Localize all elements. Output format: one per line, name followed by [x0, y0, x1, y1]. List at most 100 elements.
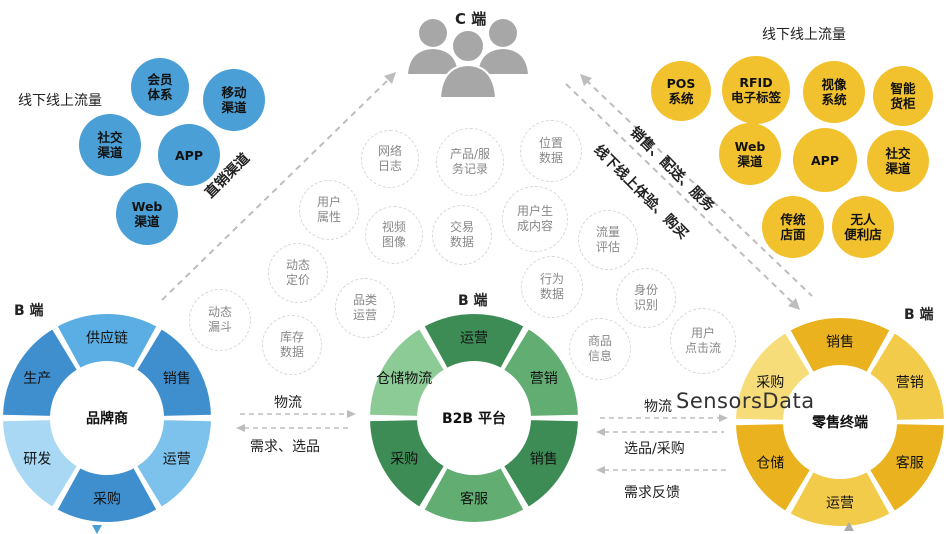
data-bubble-weblog: 网络 日志 — [361, 130, 419, 188]
right-bubble-app: APP — [793, 128, 857, 192]
wheel-segment-label: 销售 — [530, 451, 558, 467]
right-bubble-smart-cabinet: 智能 货柜 — [873, 66, 933, 126]
wheel-segment — [422, 312, 526, 371]
wheel-segment — [867, 422, 946, 514]
right-bubble-rfid: RFID 电子标签 — [722, 56, 790, 124]
right-bubble-unmanned-store: 无人 便利店 — [832, 196, 894, 258]
right-bubble-pos: POS 系统 — [651, 61, 711, 121]
wheel-segment — [422, 465, 526, 524]
wheel-hub — [421, 365, 527, 471]
right-bubble-traditional-store: 传统 店面 — [762, 196, 824, 258]
link-right-bottom-arrow — [596, 466, 605, 474]
retail-b-end-tag: B 端 — [904, 307, 934, 323]
left-bubble-membership: 会员 体系 — [131, 58, 189, 116]
brand-bottom-arrow — [92, 525, 102, 534]
wheel-segment — [734, 422, 813, 514]
data-bubble-user-attributes: 用户 属性 — [299, 180, 359, 240]
data-bubble-clickstream: 用户 点击流 — [670, 308, 736, 374]
wheel-center-label: B2B 平台 — [442, 410, 506, 427]
data-bubble-inventory: 库存 数据 — [262, 315, 322, 375]
data-bubble-category-ops: 品类 运营 — [335, 278, 395, 338]
link-right-top-label: 物流 — [644, 399, 672, 415]
right-flow-title: 线下线上流量 — [762, 27, 846, 43]
sales-channel-line — [565, 83, 795, 305]
wheel-hub — [787, 369, 893, 475]
offline-channel-line — [585, 79, 813, 297]
left-bubble-web: Web 渠道 — [116, 183, 178, 245]
wheel-segment-label: 采购 — [93, 492, 121, 508]
wheel-segment — [734, 330, 813, 422]
wheel-segment-label: 采购 — [756, 375, 784, 391]
wheel-center-label: 品牌商 — [86, 410, 128, 427]
data-bubble-product-records: 产品/服 务记录 — [436, 128, 504, 196]
left-bubble-social: 社交 渠道 — [79, 114, 141, 176]
wheel-segment-label: 运营 — [163, 451, 191, 467]
wheel-segment — [1, 418, 80, 510]
wheel-segment-label: 仓储物流 — [376, 371, 432, 387]
wheel-segment-label: 采购 — [390, 451, 418, 467]
wheel-segment-label: 研发 — [23, 451, 51, 467]
wheel-segment — [501, 326, 580, 418]
direct-channel-line — [161, 77, 391, 301]
wheel-segment — [368, 326, 447, 418]
brand-b-end-tag: B 端 — [14, 303, 44, 319]
wheel-segment-label: 供应链 — [86, 330, 128, 347]
wheel-segment-label: 销售 — [163, 371, 191, 387]
wheel-segment — [501, 418, 580, 510]
wheel-segment-label: 客服 — [460, 491, 488, 508]
link-left-bottom-label: 需求、选品 — [250, 439, 320, 455]
data-bubble-identity: 身份 识别 — [616, 268, 676, 328]
sensorsdata-watermark: SensorsData — [676, 389, 815, 413]
link-left-top-label: 物流 — [274, 395, 302, 411]
wheel-segment-label: 生产 — [23, 371, 51, 387]
wheel-segment — [1, 326, 80, 418]
data-bubble-video-images: 视频 图像 — [365, 206, 423, 264]
wheel-segment-label: 营销 — [896, 375, 924, 391]
wheel-segment-label: 运营 — [826, 496, 854, 512]
wheel-segment — [368, 418, 447, 510]
wheel-center-label: 零售终端 — [811, 414, 868, 431]
wheel-segment-label: 销售 — [826, 335, 854, 351]
data-bubble-dynamic-pricing: 动态 定价 — [268, 243, 328, 303]
right-bubble-social: 社交 渠道 — [867, 130, 929, 192]
link-right-mid-label: 选品/采购 — [624, 441, 685, 457]
wheel-segment — [788, 316, 892, 375]
wheel-segment-label: 运营 — [460, 331, 488, 347]
sales-channel-arrow — [788, 298, 800, 310]
wheel-segment — [55, 312, 159, 371]
link-left-bottom-arrow — [236, 424, 245, 432]
wheel-segment-label: 营销 — [530, 371, 558, 387]
data-bubble-location: 位置 数据 — [520, 120, 582, 182]
wheel-hub — [54, 365, 160, 471]
wheel-segment — [788, 469, 892, 528]
left-bubble-app: APP — [158, 124, 220, 186]
wheel-segment — [134, 418, 213, 510]
right-bubble-web: Web 渠道 — [719, 123, 781, 185]
wheel-segment — [55, 465, 159, 524]
wheel-segment-label: 仓储 — [756, 455, 784, 471]
link-left-top-arrow — [347, 410, 356, 418]
link-right-bottom-label: 需求反馈 — [624, 485, 680, 501]
c-end-label: C 端 — [455, 10, 487, 28]
data-bubble-dynamic-funnel: 动态 漏斗 — [189, 289, 251, 351]
data-bubble-ugc: 用户生 成内容 — [502, 186, 568, 252]
wheel-segment — [867, 330, 946, 422]
left-bubble-mobile: 移动 渠道 — [203, 69, 265, 131]
retail-bottom-arrow — [844, 522, 854, 531]
data-bubble-behavior: 行为 数据 — [521, 256, 583, 318]
link-right-top-arrow — [719, 414, 728, 422]
wheel-segment — [134, 326, 213, 418]
data-bubble-traffic-evaluation: 流量 评估 — [578, 210, 638, 270]
b2b-b-end-tag: B 端 — [458, 293, 488, 309]
wheel-segment-label: 客服 — [896, 454, 924, 471]
left-flow-title: 线下线上流量 — [18, 93, 102, 109]
direct-channel-arrow — [384, 72, 396, 84]
users-icon — [408, 19, 528, 99]
offline-channel-arrow — [580, 74, 592, 86]
data-bubble-transactions: 交易 数据 — [432, 205, 492, 265]
right-bubble-video: 视像 系统 — [803, 61, 865, 123]
